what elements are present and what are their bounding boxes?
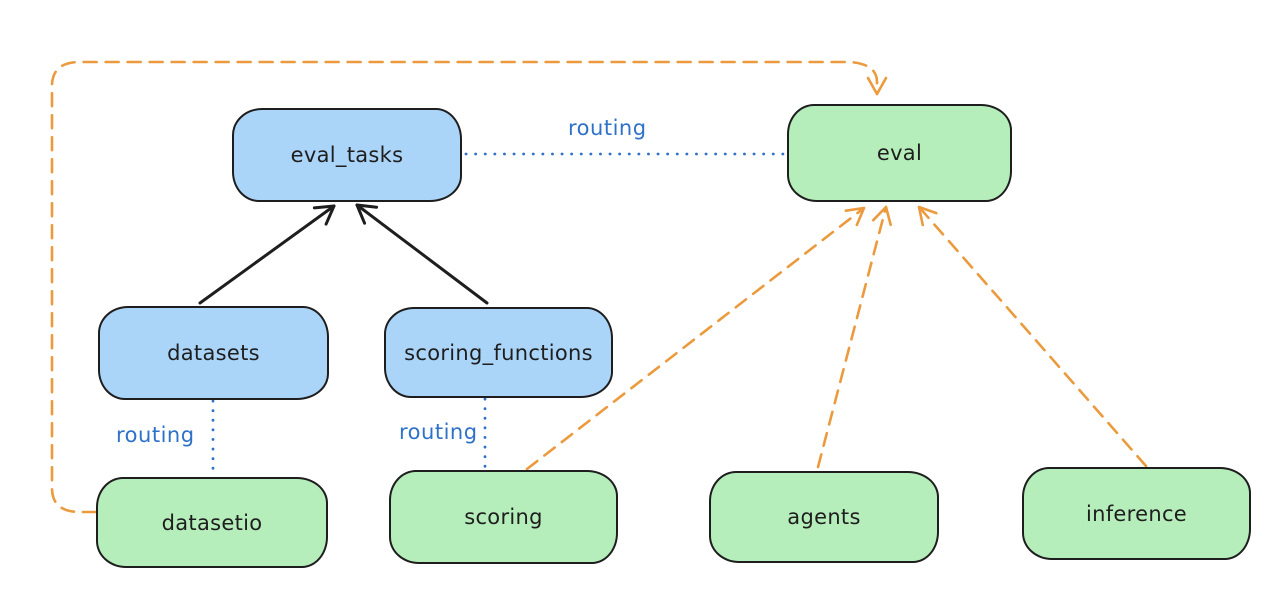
- edge-scoring-functions-to-eval-tasks-arrow: [355, 203, 489, 305]
- node-scoring-functions-label: scoring_functions: [404, 340, 593, 365]
- edge-datasets-to-eval-tasks-arrow: [198, 204, 336, 305]
- edge-agents-to-eval-arrow: [816, 205, 892, 469]
- edge-inference-to-eval-arrow: [917, 205, 1148, 468]
- node-scoring-functions: scoring_functions: [384, 307, 613, 398]
- node-datasets: datasets: [98, 306, 329, 400]
- node-eval-tasks-label: eval_tasks: [290, 143, 404, 167]
- edge-label-routing-datasets-datasetio: routing: [116, 423, 195, 447]
- node-agents: agents: [709, 471, 939, 563]
- node-eval-label: eval: [876, 141, 923, 165]
- edge-label-routing-eval-tasks-eval: routing: [568, 116, 647, 140]
- node-inference-label: inference: [1085, 501, 1188, 526]
- node-scoring-label: scoring: [464, 505, 543, 529]
- node-inference: inference: [1022, 467, 1251, 560]
- node-datasets-label: datasets: [167, 341, 260, 365]
- node-eval: eval: [787, 104, 1012, 202]
- node-datasetio-label: datasetio: [161, 510, 263, 535]
- node-agents-label: agents: [787, 505, 861, 529]
- node-eval-tasks: eval_tasks: [232, 108, 462, 202]
- node-datasetio: datasetio: [96, 477, 328, 568]
- edge-label-routing-scoring-functions-scoring: routing: [399, 420, 478, 444]
- node-scoring: scoring: [389, 470, 618, 564]
